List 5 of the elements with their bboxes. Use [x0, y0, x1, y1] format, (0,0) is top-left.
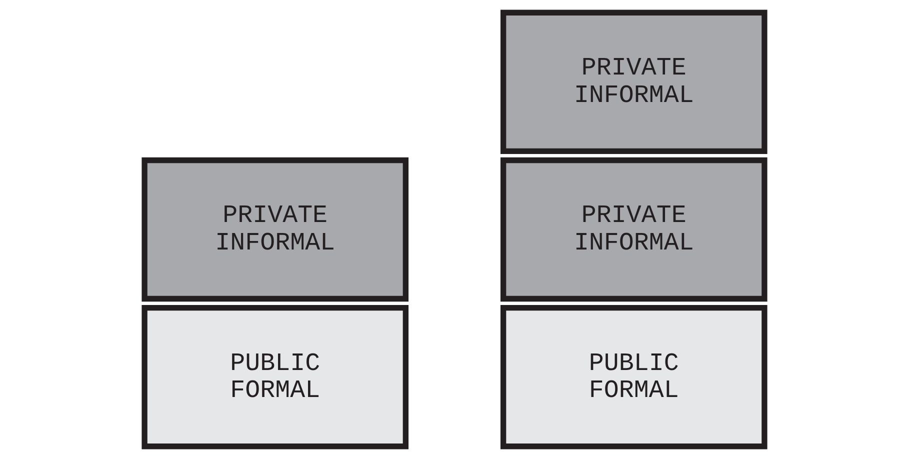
node-box: PRIVATE INFORMAL — [500, 157, 768, 302]
node-box: PUBLIC FORMAL — [500, 305, 768, 450]
node-box: PUBLIC FORMAL — [142, 305, 409, 450]
node-box: PRIVATE INFORMAL — [500, 10, 768, 154]
node-box: PRIVATE INFORMAL — [142, 157, 409, 302]
